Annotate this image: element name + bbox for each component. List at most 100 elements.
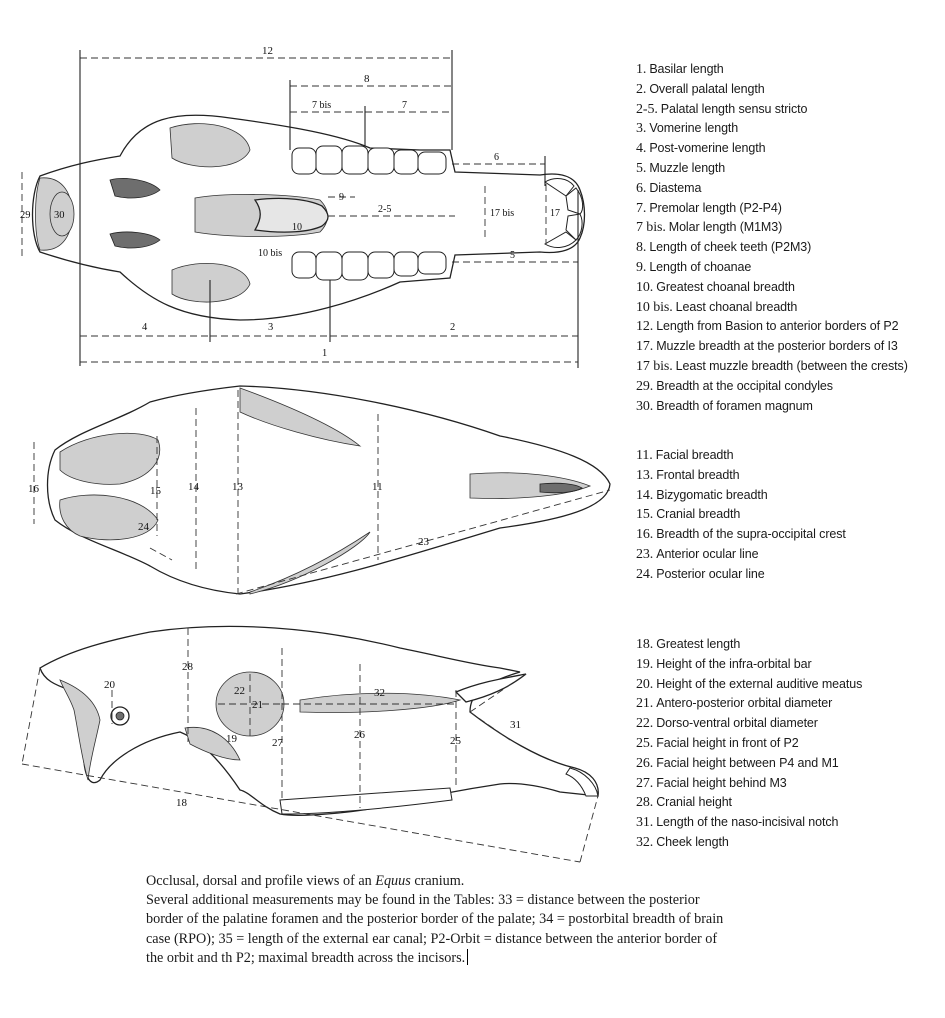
legend-item-number: 2-5. <box>636 101 658 117</box>
profile-label: 32 <box>374 687 385 699</box>
legend-item-text: Post-vomerine length <box>649 141 766 156</box>
legend-item-text: Anterior ocular line <box>656 546 759 561</box>
dorsal-view: 16 15 14 13 11 24 23 <box>28 385 611 595</box>
legend-item-number: 4. <box>636 141 647 157</box>
legend-item-number: 7. <box>636 200 647 216</box>
lower-tooth-row <box>291 251 447 281</box>
caption-title-post: cranium. <box>410 873 465 889</box>
profile-label: 28 <box>182 661 194 673</box>
legend-item-text: Least choanal breadth <box>675 299 798 314</box>
legend-item-number: 7 bis. <box>636 220 666 236</box>
occlusal-label: 2 <box>450 322 455 333</box>
legend-item: 19.Height of the infra-orbital bar <box>636 655 862 675</box>
legend-item: 8.Length of cheek teeth (P2M3) <box>636 238 908 258</box>
legend-item-text: Bizygomatic breadth <box>656 487 768 502</box>
legend-item: 18.Greatest length <box>636 635 862 655</box>
legend-item: 24.Posterior ocular line <box>636 565 846 585</box>
legend-item-text: Length of the naso-incisival notch <box>656 815 839 830</box>
legend-item-number: 5. <box>636 160 647 176</box>
legend-item-number: 11. <box>636 448 653 463</box>
legend-item-number: 8. <box>636 240 647 256</box>
legend-item: 3.Vomerine length <box>636 119 908 139</box>
legend-item-number: 31. <box>636 815 654 831</box>
figure-caption: Occlusal, dorsal and profile views of an… <box>146 872 736 968</box>
legend-item-text: Basilar length <box>649 62 724 76</box>
legend-item-number: 6. <box>636 180 647 196</box>
legend-item: 25.Facial height in front of P2 <box>636 734 862 754</box>
occlusal-label: 17 <box>550 208 560 219</box>
legend-item: 7.Premolar length (P2-P4) <box>636 199 908 219</box>
occlusal-label: 1 <box>322 348 327 359</box>
legend-item-text: Breadth at the occipital condyles <box>656 378 833 393</box>
occlusal-label: 17 bis <box>490 208 514 219</box>
upper-tooth-row <box>291 145 447 175</box>
legend-item: 17.Muzzle breadth at the posterior borde… <box>636 337 908 357</box>
legend-item-text: Breadth of foramen magnum <box>656 398 813 413</box>
legend-item-number: 30. <box>636 398 654 414</box>
legend-item-text: Cranial height <box>656 795 732 810</box>
legend-item: 32.Cheek length <box>636 833 862 853</box>
legend-item: 2-5.Palatal length sensu stricto <box>636 100 908 120</box>
legend-item: 5.Muzzle length <box>636 159 908 179</box>
legend-item-number: 17. <box>636 339 654 355</box>
legend-item: 27.Facial height behind M3 <box>636 774 862 794</box>
legend-item: 17 bis.Least muzzle breadth (between the… <box>636 357 908 377</box>
profile-label: 26 <box>354 729 366 741</box>
occlusal-label: 8 <box>364 73 370 85</box>
occlusal-label: 10 <box>292 222 302 233</box>
legend-item: 21.Antero-posterior orbital diameter <box>636 694 862 714</box>
legend-item-text: Muzzle length <box>649 160 726 175</box>
legend-item: 15.Cranial breadth <box>636 505 846 525</box>
legend-item: 20.Height of the external auditive meatu… <box>636 675 862 695</box>
legend-item-text: Length of cheek teeth (P2M3) <box>649 240 812 255</box>
legend-item: 11.Facial breadth <box>636 446 846 466</box>
legend-item-text: Greatest choanal breadth <box>656 279 795 294</box>
legend-item: 4.Post-vomerine length <box>636 139 908 159</box>
legend-item-text: Length of choanae <box>649 259 752 274</box>
legend-item: 10.Greatest choanal breadth <box>636 278 908 298</box>
legend-item-text: Cheek length <box>656 834 729 849</box>
occlusal-label: 5 <box>510 250 515 261</box>
legend-item: 6.Diastema <box>636 179 908 199</box>
legend-item-number: 2. <box>636 81 647 97</box>
occlusal-label: 4 <box>142 322 148 333</box>
legend-item-text: Muzzle breadth at the posterior borders … <box>656 339 898 354</box>
dorsal-label: 24 <box>138 521 150 533</box>
occlusal-label: 29 <box>20 210 31 221</box>
legend-item-number: 25. <box>636 735 654 751</box>
legend-item: 9.Length of choanae <box>636 258 908 278</box>
caption-title-pre: Occlusal, dorsal and profile views of an <box>146 873 376 889</box>
occlusal-label: 3 <box>268 322 273 333</box>
legend-item-number: 21. <box>636 696 654 712</box>
legend-item-text: Facial height in front of P2 <box>656 735 799 750</box>
legend-item-text: Dorso-ventral orbital diameter <box>656 716 818 731</box>
legend-item: 14.Bizygomatic breadth <box>636 486 846 506</box>
text-cursor <box>467 948 469 965</box>
legend-item-text: Height of the external auditive meatus <box>656 676 863 691</box>
legend-item-text: Overall palatal length <box>649 81 765 96</box>
legend-item: 16.Breadth of the supra-occipital crest <box>636 525 846 545</box>
occlusal-label: 9 <box>339 192 344 203</box>
dorsal-label: 13 <box>232 481 244 493</box>
legend-item-text: Diastema <box>649 180 702 195</box>
legend-item-text: Premolar length (P2-P4) <box>649 200 782 215</box>
occlusal-label: 7 <box>402 100 407 111</box>
legend-item-number: 19. <box>636 656 654 672</box>
legend-item-number: 20. <box>636 676 654 692</box>
legend-item-text: Cranial breadth <box>656 507 741 522</box>
legend-item: 2.Overall palatal length <box>636 80 908 100</box>
legend-item-text: Greatest length <box>656 637 741 651</box>
legend-item-number: 12. <box>636 319 654 335</box>
legend-item-number: 24. <box>636 566 654 582</box>
profile-label: 20 <box>104 679 116 691</box>
legend-item-text: Least muzzle breadth (between the crests… <box>675 358 908 373</box>
legend-item-number: 1. <box>636 62 647 77</box>
legend-item-number: 16. <box>636 527 654 543</box>
profile-label: 19 <box>226 733 238 745</box>
legend-item-number: 22. <box>636 716 654 732</box>
occlusal-label: 10 bis <box>258 248 282 259</box>
dorsal-label: 15 <box>150 485 162 497</box>
legend-item: 12.Length from Basion to anterior border… <box>636 317 908 337</box>
